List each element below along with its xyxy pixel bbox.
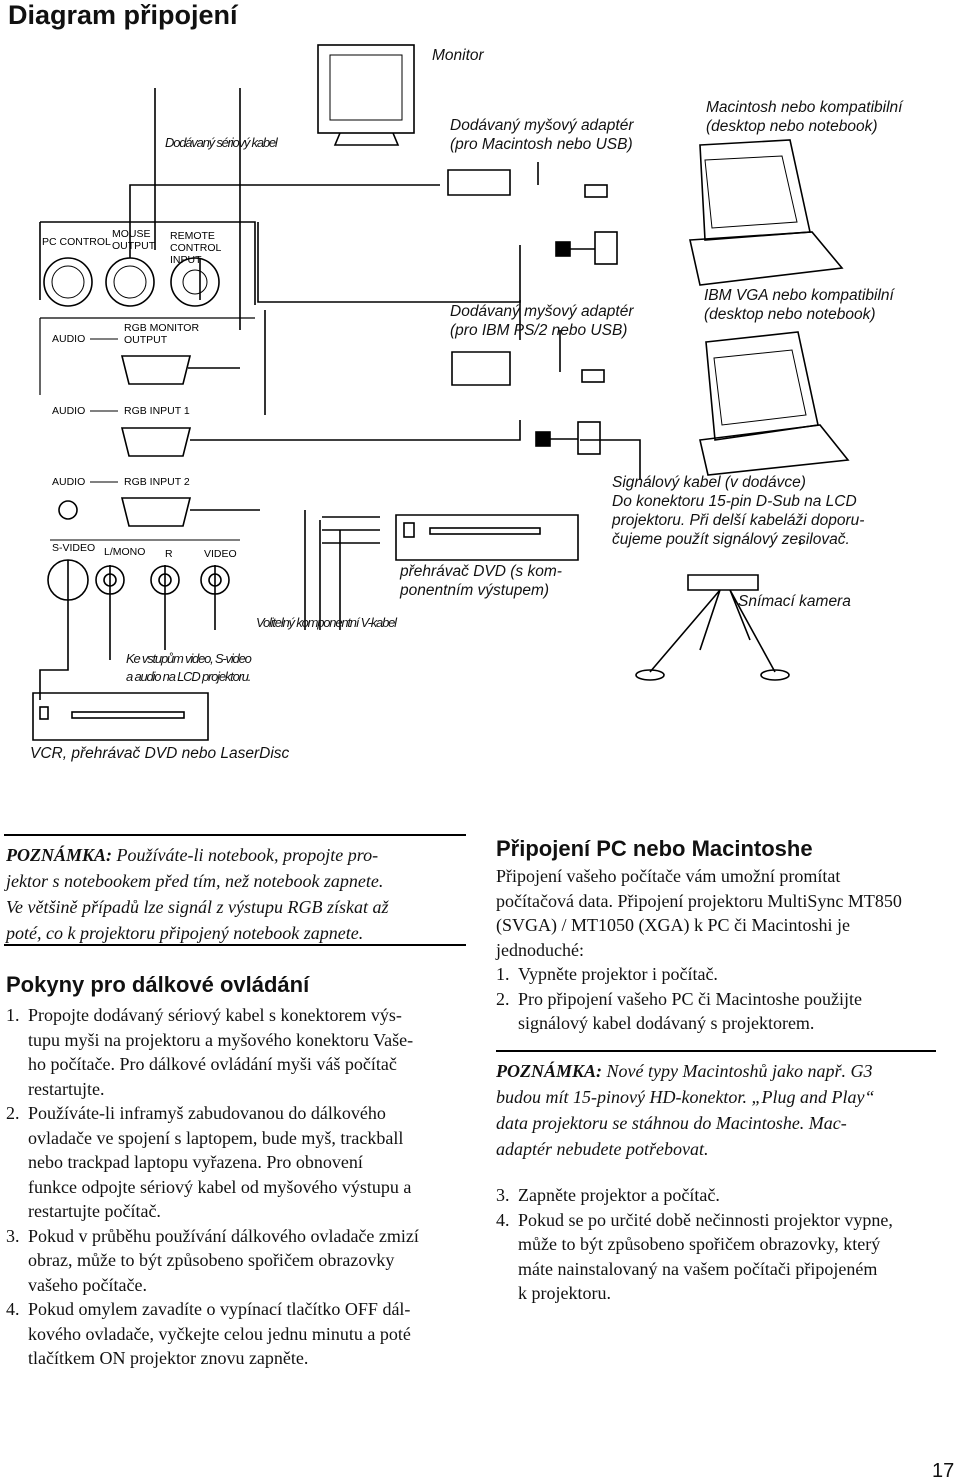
page-number: 17 [932, 1460, 955, 1482]
list-item: 1.Vypněte projektor i počítač. [496, 964, 718, 984]
ibm-laptop-icon [705, 331, 819, 441]
note-rule-bottom [4, 944, 466, 946]
remote-steps: 1. Propojte dodávaný sériový kabel s kon… [6, 1003, 468, 1371]
rgb1-cable [190, 420, 521, 441]
dvd-player-icon [395, 514, 579, 561]
remote-control-input-port [170, 257, 220, 307]
pc-mac-steps-b: 3.Zapněte projektor a počítač. 4. Pokud … [496, 1183, 956, 1306]
note-1: POZNÁMKA: Používáte-li notebook, propojt… [6, 845, 389, 943]
component-cable-label: Volitelný komponentní V-kabel [256, 615, 397, 630]
note-2-rule [496, 1050, 936, 1052]
mac-adapter-icon [447, 169, 511, 196]
monitor-cable [188, 88, 241, 369]
s-video-label: S-VIDEO [52, 542, 96, 554]
rgb-input-2-port [120, 497, 192, 527]
r-label: R [165, 548, 173, 560]
mac-adapter-label: Dodávaný myšový adaptér(pro Macintosh ne… [450, 117, 634, 153]
list-item: 4. Pokud omylem zavadíte o vypínací tlač… [6, 1299, 411, 1368]
pc-control-label: PC CONTROL [42, 236, 111, 248]
audio-label-3: AUDIO [52, 476, 86, 488]
pc-mac-heading: Připojení PC nebo Macintoshe [496, 836, 813, 861]
list-item: 4. Pokud se po určité době nečinnosti pr… [496, 1209, 893, 1304]
rgb-input-1-label: RGB INPUT 1 [124, 405, 190, 417]
pc-mac-intro: Připojení vašeho počítače vám umožní pro… [496, 866, 902, 960]
projector-panel-top [40, 221, 256, 305]
vcr-icon [32, 692, 209, 741]
monitor-icon [317, 44, 415, 134]
ibm-computer-label: IBM VGA nebo kompatibilní(desktop nebo n… [704, 287, 894, 323]
pc-mac-steps-a: 1.Vypněte projektor i počítač. 2.Pro při… [496, 962, 956, 1036]
signal-cable-label: Signálový kabel (v dodávce)Do konektoru … [612, 474, 865, 548]
page-title: Diagram připojení [8, 0, 238, 30]
note-2: POZNÁMKA: Nové typy Macintoshů jako např… [496, 1061, 875, 1159]
pc-control-port [43, 257, 93, 307]
remote-heading: Pokyny pro dálkové ovládání [6, 972, 310, 997]
monitor-label: Monitor [432, 47, 484, 64]
note-rule-top [4, 834, 466, 836]
rgb-input-1-port [120, 427, 192, 457]
list-item: 3.Zapněte projektor a počítač. [496, 1185, 720, 1205]
dvd-player-label: přehrávač DVD (s kom-ponentním výstupem) [400, 563, 562, 599]
list-item: 3. Pokud v průběhu používání dálkového o… [6, 1225, 419, 1295]
mouse-cable-mac [257, 222, 521, 303]
video-label: VIDEO [204, 548, 237, 560]
rgb-input-2-label: RGB INPUT 2 [124, 476, 190, 488]
audio-label-1: AUDIO [52, 333, 86, 345]
mac-computer-label: Macintosh nebo kompatibilní(desktop nebo… [706, 99, 903, 135]
l-mono-label: L/MONO [104, 546, 146, 558]
serial-cable-label: Dodávaný sériový kabel [165, 135, 278, 150]
serial-cable [129, 88, 440, 258]
list-item: 2.Pro připojení vašeho PC či Macintoshe … [496, 988, 862, 1034]
list-item: 1. Propojte dodávaný sériový kabel s kon… [6, 1005, 414, 1099]
mouse-output-port [105, 257, 155, 307]
camera-label: Snímací kamera [738, 593, 851, 610]
vcr-label: VCR, přehrávač DVD nebo LaserDisc [30, 745, 290, 762]
document-camera-icon [687, 574, 759, 591]
list-item: 2. Používáte-li inframyš zabudovanou do … [6, 1103, 412, 1221]
connection-diagram [32, 44, 850, 741]
ibm-adapter-icon [451, 351, 511, 386]
rgb-monitor-output-port [120, 355, 192, 385]
ibm-adapter-label: Dodávaný myšový adaptér(pro IBM PS/2 neb… [450, 303, 634, 339]
audio-label-2: AUDIO [52, 405, 86, 417]
audio-jack [58, 500, 78, 520]
